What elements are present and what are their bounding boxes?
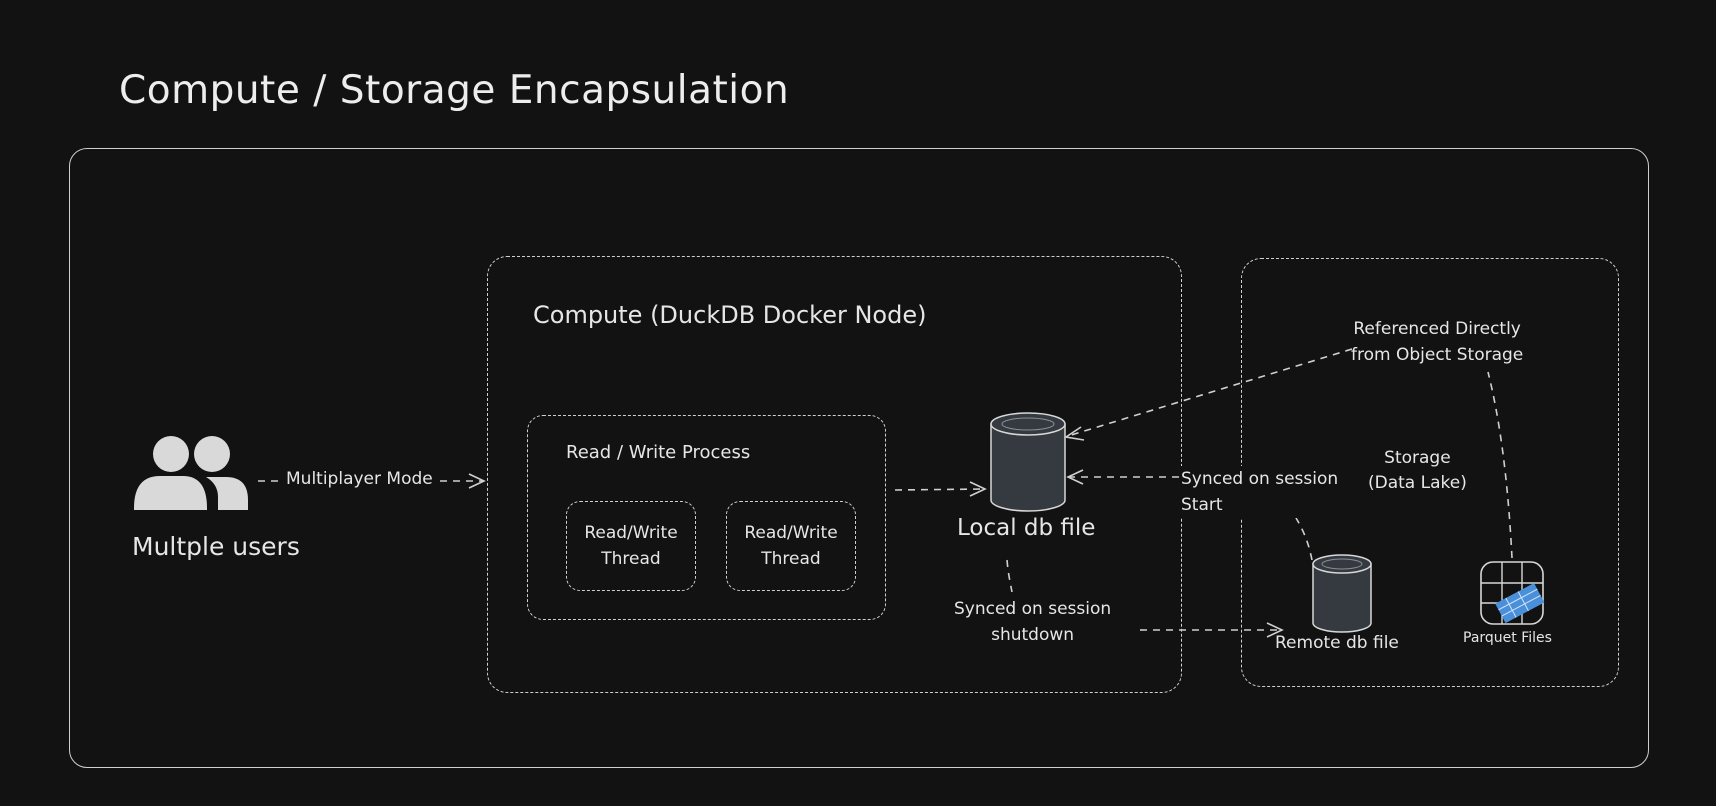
parquet-files-icon bbox=[1480, 561, 1545, 625]
read-write-thread-1: Read/Write Thread bbox=[566, 501, 696, 591]
parquet-files-label: Parquet Files bbox=[1463, 630, 1552, 646]
diagram-title: Compute / Storage Encapsulation bbox=[119, 68, 790, 113]
referenced-directly-label: Referenced Directly from Object Storage bbox=[1351, 319, 1524, 365]
process-title: Read / Write Process bbox=[566, 442, 751, 463]
read-write-thread-2: Read/Write Thread bbox=[726, 501, 856, 591]
read-write-process bbox=[527, 415, 886, 620]
users-label: Multple users bbox=[132, 532, 300, 561]
synced-shutdown-arrow bbox=[1006, 559, 1284, 638]
outer-frame bbox=[69, 148, 1649, 768]
storage-title: Storage (Data Lake) bbox=[1368, 448, 1467, 493]
multiplayer-mode-label: Multiplayer Mode bbox=[282, 469, 437, 489]
synced-start-label: Synced on session Start bbox=[1179, 466, 1341, 518]
remote-db-icon bbox=[1312, 554, 1372, 633]
synced-start-arrow bbox=[1066, 469, 1313, 561]
local-db-icon bbox=[990, 412, 1066, 512]
local-db-label: Local db file bbox=[957, 515, 1096, 541]
remote-db-label: Remote db file bbox=[1275, 633, 1399, 653]
write-arrow bbox=[894, 481, 987, 497]
users-icon bbox=[134, 436, 248, 510]
multiplayer-arrow bbox=[258, 473, 486, 489]
synced-shutdown-label: Synced on session shutdown bbox=[954, 599, 1112, 645]
compute-title: Compute (DuckDB Docker Node) bbox=[533, 301, 927, 329]
referenced-arrow bbox=[1063, 348, 1513, 559]
